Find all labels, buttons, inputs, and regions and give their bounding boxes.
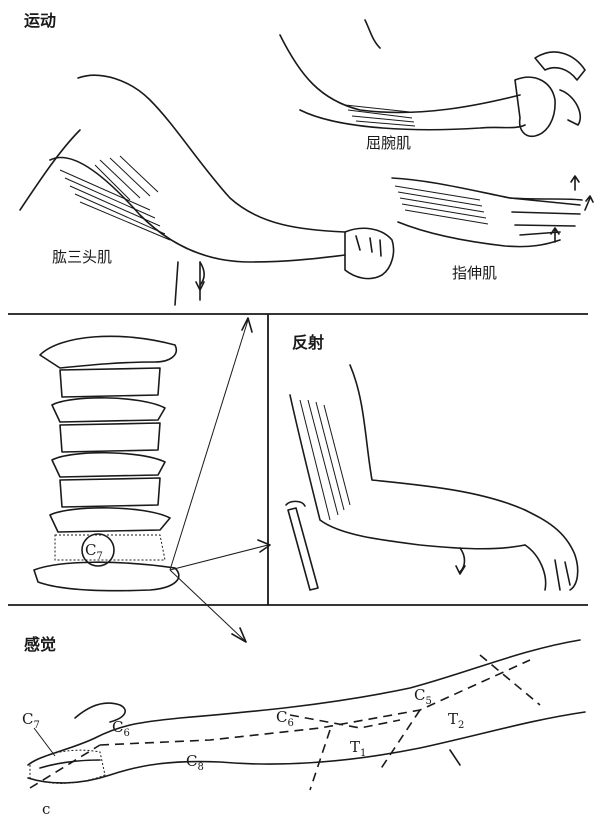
- dermatome-arm-illustration: C7 C6 C6 C8 T1 C5 T2: [22, 640, 585, 790]
- motor-heading: 运动: [24, 11, 56, 30]
- sensory-heading: 感觉: [24, 635, 56, 654]
- dermatome-c5-label: C5: [414, 686, 432, 707]
- dermatome-t1-label: T1: [350, 738, 366, 759]
- motor-section: 运动 肱三头肌 屈腕肌: [20, 11, 593, 305]
- cervical-spine-illustration: C7: [34, 336, 179, 590]
- finger-extensor-label: 指伸肌: [452, 264, 497, 282]
- wrist-flexor-illustration: 屈腕肌: [280, 20, 585, 152]
- nerve-root-arrows: [170, 318, 270, 642]
- reflex-arm-illustration: [286, 365, 578, 590]
- triceps-label: 肱三头肌: [52, 248, 112, 266]
- figure-letter: c: [42, 800, 50, 817]
- dermatome-c6-forearm-label: C6: [276, 708, 294, 729]
- sensory-section: 感觉 C7 C6 C6 C8 T1 C5 T2: [22, 635, 585, 790]
- wrist-flexor-label: 屈腕肌: [366, 134, 411, 152]
- finger-extensor-illustration: 指伸肌: [392, 176, 593, 282]
- dermatome-c8-label: C8: [186, 752, 204, 773]
- dermatome-c7-label: C7: [22, 710, 40, 731]
- reflex-heading: 反射: [292, 333, 324, 352]
- reflex-section: 反射: [286, 333, 578, 590]
- triceps-arm-illustration: 肱三头肌: [20, 75, 394, 305]
- spine-c7-label: C7: [85, 541, 103, 562]
- dermatome-t2-label: T2: [448, 710, 464, 731]
- dermatome-c6-hand-label: C6: [112, 718, 130, 739]
